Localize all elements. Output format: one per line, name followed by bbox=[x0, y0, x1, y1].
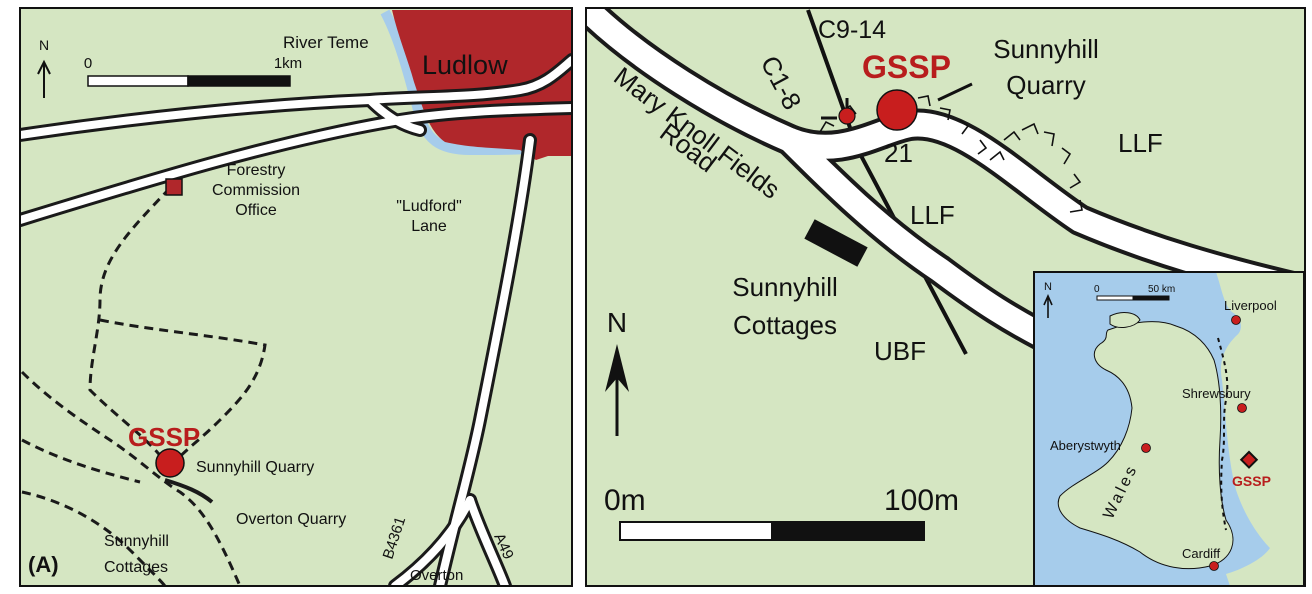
left-scale-bar-black bbox=[187, 75, 291, 87]
forestry-label-1: Forestry bbox=[227, 162, 286, 179]
left-north-arrow-icon bbox=[37, 59, 51, 98]
forestry-label-3: Office bbox=[235, 202, 277, 219]
inset-scale-bar-black bbox=[1132, 295, 1170, 301]
ludford-label-1: "Ludford" bbox=[396, 198, 462, 215]
left-scale-bar-white bbox=[87, 75, 189, 87]
left-footpaths bbox=[20, 186, 267, 586]
ludlow-town-area bbox=[392, 10, 572, 160]
llf-east-label: LLF bbox=[1118, 128, 1163, 158]
llf-south-label: LLF bbox=[910, 200, 955, 230]
cardiff-marker bbox=[1209, 561, 1219, 571]
right-cottages-label-1: Sunnyhill bbox=[732, 272, 838, 302]
num21-label: 21 bbox=[884, 138, 913, 168]
quarry-face-ticks bbox=[819, 95, 1083, 213]
river-label: River Teme bbox=[283, 33, 369, 52]
ubf-label: UBF bbox=[874, 336, 926, 366]
inset-north-arrow-icon bbox=[1043, 294, 1053, 318]
inset-frame bbox=[1033, 271, 1305, 587]
right-scale-start: 0m bbox=[604, 484, 646, 517]
overton-label: Overton bbox=[410, 567, 463, 584]
inset-scale-end: 50 km bbox=[1148, 284, 1175, 295]
gssp-marker-left bbox=[155, 448, 185, 478]
aberystwyth-marker bbox=[1141, 443, 1151, 453]
cottages-label-1: Sunnyhill bbox=[104, 533, 169, 550]
c9-14-label: C9-14 bbox=[818, 16, 886, 44]
inset-england bbox=[1216, 272, 1304, 586]
inset-north-label: N bbox=[1044, 281, 1052, 293]
right-cottages-label-2: Cottages bbox=[733, 310, 837, 340]
left-scale-start: 0 bbox=[84, 55, 92, 72]
left-map-panel: N 0 1km River Teme Ludlow Forestry Commi… bbox=[19, 7, 573, 587]
left-map-frame bbox=[19, 7, 573, 587]
quarry-label-2: Quarry bbox=[1006, 70, 1085, 100]
right-north-label: N bbox=[607, 307, 627, 338]
left-roads-fill bbox=[20, 56, 572, 586]
gssp-label-left: GSSP bbox=[128, 422, 200, 452]
gssp-marker-right bbox=[876, 89, 918, 131]
left-scale-end: 1km bbox=[274, 55, 302, 72]
sunnyhill-cottages-block bbox=[804, 219, 868, 267]
left-north-label: N bbox=[39, 37, 49, 53]
inset-map-panel: N 0 50 km Liverpool Shrewsbury Aberystwy… bbox=[1033, 271, 1305, 587]
ludford-label-2: Lane bbox=[411, 218, 447, 235]
forestry-office-marker bbox=[165, 178, 183, 196]
shrewsbury-label: Shrewsbury bbox=[1182, 386, 1251, 401]
cottages-label-2: Cottages bbox=[104, 559, 168, 576]
liverpool-label: Liverpool bbox=[1224, 298, 1277, 313]
quarry-label-1: Sunnyhill bbox=[993, 34, 1099, 64]
inset-border bbox=[1217, 337, 1229, 531]
town-label: Ludlow bbox=[422, 50, 508, 80]
inset-scale-bar-white bbox=[1096, 295, 1134, 301]
right-roads-fill bbox=[586, 8, 1305, 357]
quarry-leader bbox=[937, 82, 973, 102]
sunnyhill-quarry-label: Sunnyhill Quarry bbox=[196, 459, 314, 476]
overton-quarry-label: Overton Quarry bbox=[236, 511, 346, 528]
gssp-label-right: GSSP bbox=[862, 49, 951, 85]
right-scale-bar-white bbox=[619, 521, 773, 541]
cardiff-label: Cardiff bbox=[1182, 546, 1220, 561]
sunnyhill-quarry-mark bbox=[164, 478, 214, 504]
panel-label: (A) bbox=[28, 552, 59, 577]
right-north-arrow-icon bbox=[605, 344, 629, 392]
forestry-label-2: Commission bbox=[212, 182, 300, 199]
c1-8-marker bbox=[838, 107, 856, 125]
shrewsbury-marker bbox=[1237, 403, 1247, 413]
right-scale-end: 100m bbox=[884, 484, 959, 517]
inset-gssp-marker bbox=[1239, 450, 1259, 469]
right-scale-bar-black bbox=[771, 521, 925, 541]
liverpool-marker bbox=[1231, 315, 1241, 325]
inset-anglesey bbox=[1109, 312, 1141, 328]
inset-gssp-label: GSSP bbox=[1232, 473, 1271, 489]
river-teme bbox=[380, 9, 572, 156]
inset-scale-start: 0 bbox=[1094, 284, 1100, 295]
aberystwyth-label: Aberystwyth bbox=[1050, 438, 1121, 453]
